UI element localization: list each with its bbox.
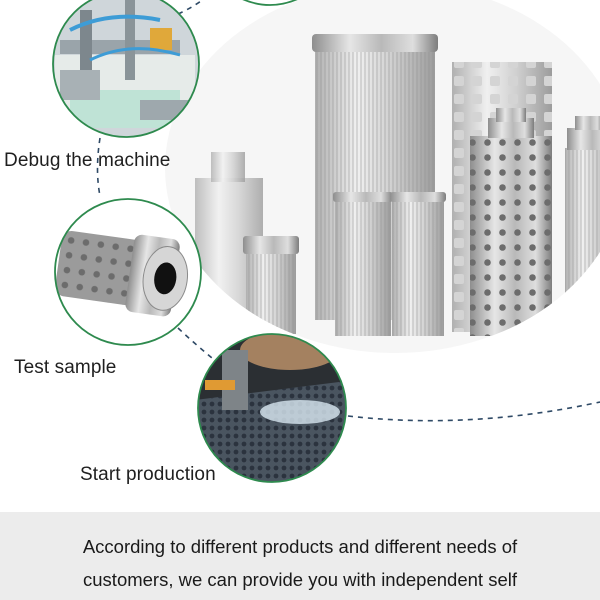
step-label-start-production: Start production [80,464,216,485]
description-line-1: According to different products and diff… [82,536,518,557]
step-label-debug: Debug the machine [4,150,171,171]
filter-products-photo [195,34,600,344]
process-path [96,0,600,422]
product-showcase: Debug the machine Test sample Start prod… [4,0,600,485]
scene-graphic [52,0,600,483]
description-line-2: customers, we can provide you with indep… [83,569,517,590]
filter-sample-photo [54,198,202,346]
description-panel: According to different products and diff… [0,512,600,600]
step-label-test-sample: Test sample [14,357,117,378]
production-photo [197,333,347,483]
machine-photo [52,0,200,138]
